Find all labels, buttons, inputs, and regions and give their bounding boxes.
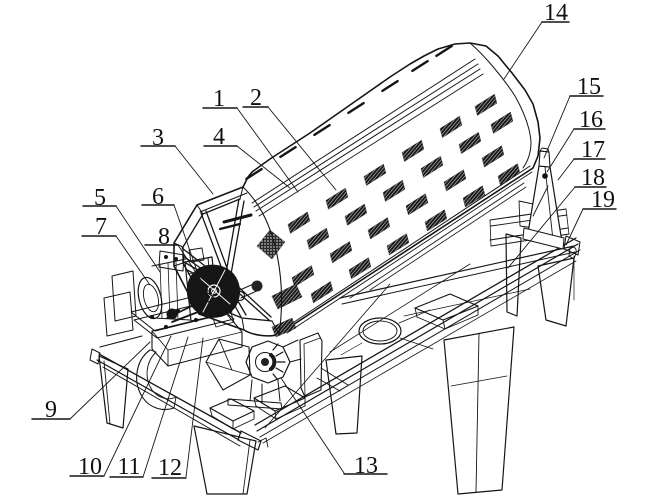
svg-text:14: 14 — [544, 0, 568, 26]
svg-text:15: 15 — [577, 74, 601, 100]
svg-text:16: 16 — [579, 107, 603, 133]
svg-text:18: 18 — [581, 165, 605, 191]
svg-text:6: 6 — [152, 184, 164, 210]
svg-text:11: 11 — [117, 454, 140, 480]
svg-text:9: 9 — [45, 397, 57, 423]
svg-text:7: 7 — [95, 214, 107, 240]
svg-text:5: 5 — [94, 185, 106, 211]
svg-text:2: 2 — [250, 85, 262, 111]
svg-text:8: 8 — [158, 224, 170, 250]
svg-text:12: 12 — [158, 455, 182, 481]
svg-text:19: 19 — [591, 187, 615, 213]
svg-text:10: 10 — [78, 454, 102, 480]
svg-text:13: 13 — [354, 453, 378, 479]
svg-text:1: 1 — [213, 86, 225, 112]
svg-text:3: 3 — [152, 125, 164, 151]
svg-text:17: 17 — [581, 137, 605, 163]
svg-text:4: 4 — [213, 124, 225, 150]
